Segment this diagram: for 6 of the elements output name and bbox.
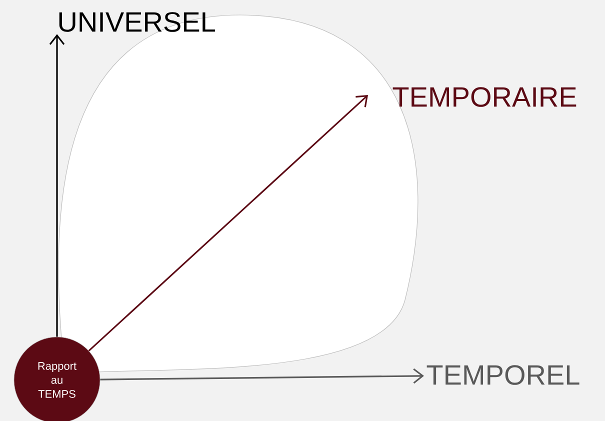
arrow (49, 34, 65, 337)
arrow (88, 95, 368, 352)
axis-label: UNIVERSEL (59, 12, 215, 32)
axis-label: TEMPORAIRE (392, 87, 576, 107)
axis-label: TEMPOREL (426, 365, 580, 385)
arrow (100, 368, 424, 384)
